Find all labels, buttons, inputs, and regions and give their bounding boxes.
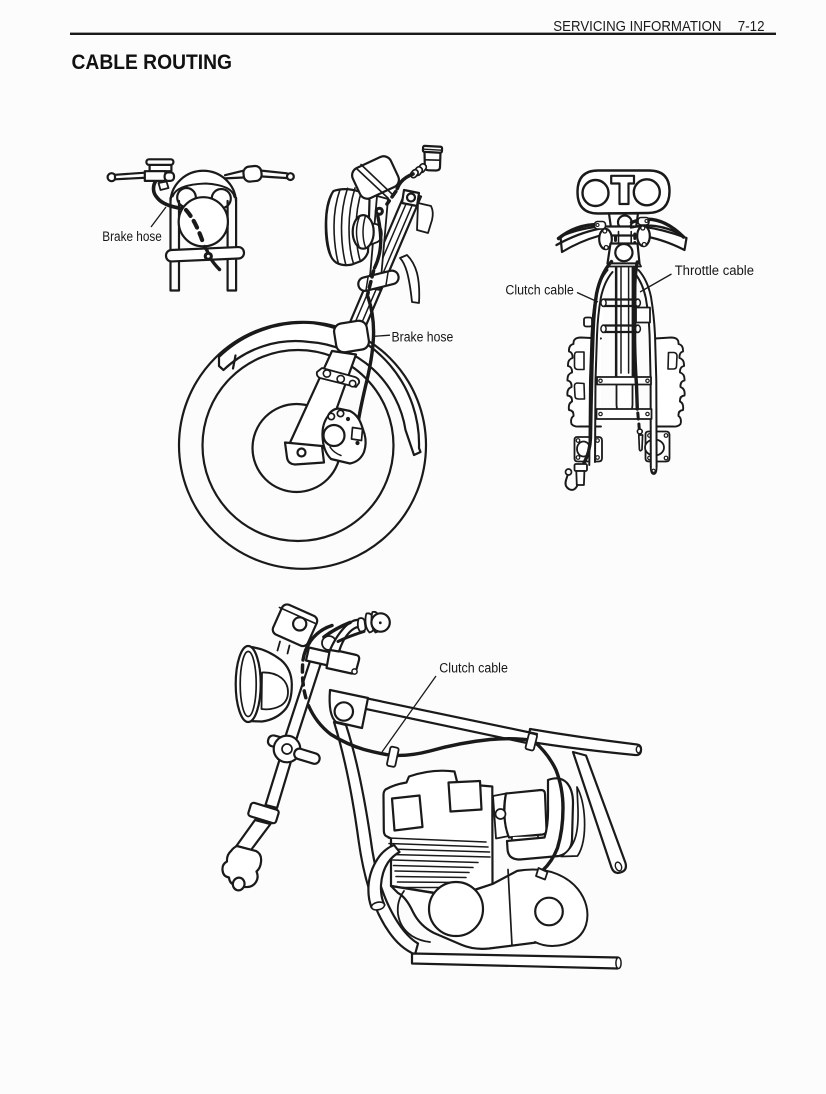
svg-text:Brake hose: Brake hose <box>102 229 162 244</box>
svg-text:SERVICING INFORMATION: SERVICING INFORMATION <box>553 18 721 35</box>
svg-text:7-12: 7-12 <box>738 18 765 35</box>
svg-text:Clutch cable: Clutch cable <box>505 282 573 297</box>
svg-text:Throttle cable: Throttle cable <box>675 263 754 278</box>
svg-text:Clutch cable: Clutch cable <box>439 661 508 676</box>
svg-text:CABLE ROUTING: CABLE ROUTING <box>72 50 233 74</box>
svg-text:Brake hose: Brake hose <box>392 330 454 345</box>
